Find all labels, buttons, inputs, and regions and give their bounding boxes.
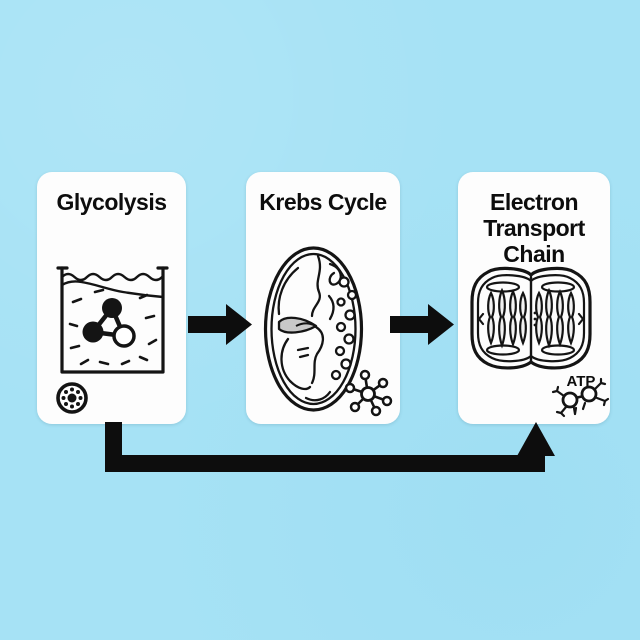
hub-spoke-molecule-icon (344, 369, 393, 417)
cristae-membrane-icon: ATP (470, 266, 610, 418)
atp-molecule-icon: ATP (551, 373, 610, 418)
stage-card-krebs-cycle: Krebs Cycle (246, 172, 400, 424)
stage-title-krebs-cycle: Krebs Cycle (259, 189, 387, 215)
arrow-glycolysis-to-krebs (188, 304, 252, 345)
arrow-glycolysis-to-etc-elbow (105, 422, 555, 472)
dotted-organelle-icon (56, 382, 88, 414)
beaker-with-glucose-molecule-icon (56, 266, 169, 414)
stage-title-glycolysis: Glycolysis (56, 189, 167, 215)
mitochondrion-icon (263, 246, 393, 417)
stage-card-glycolysis: Glycolysis (37, 172, 186, 424)
stage-card-electron-transport-chain: Electron Transport Chain (458, 172, 610, 424)
stage-title-electron-transport-chain: Electron Transport Chain (483, 189, 585, 267)
arrow-krebs-to-etc (390, 304, 454, 345)
